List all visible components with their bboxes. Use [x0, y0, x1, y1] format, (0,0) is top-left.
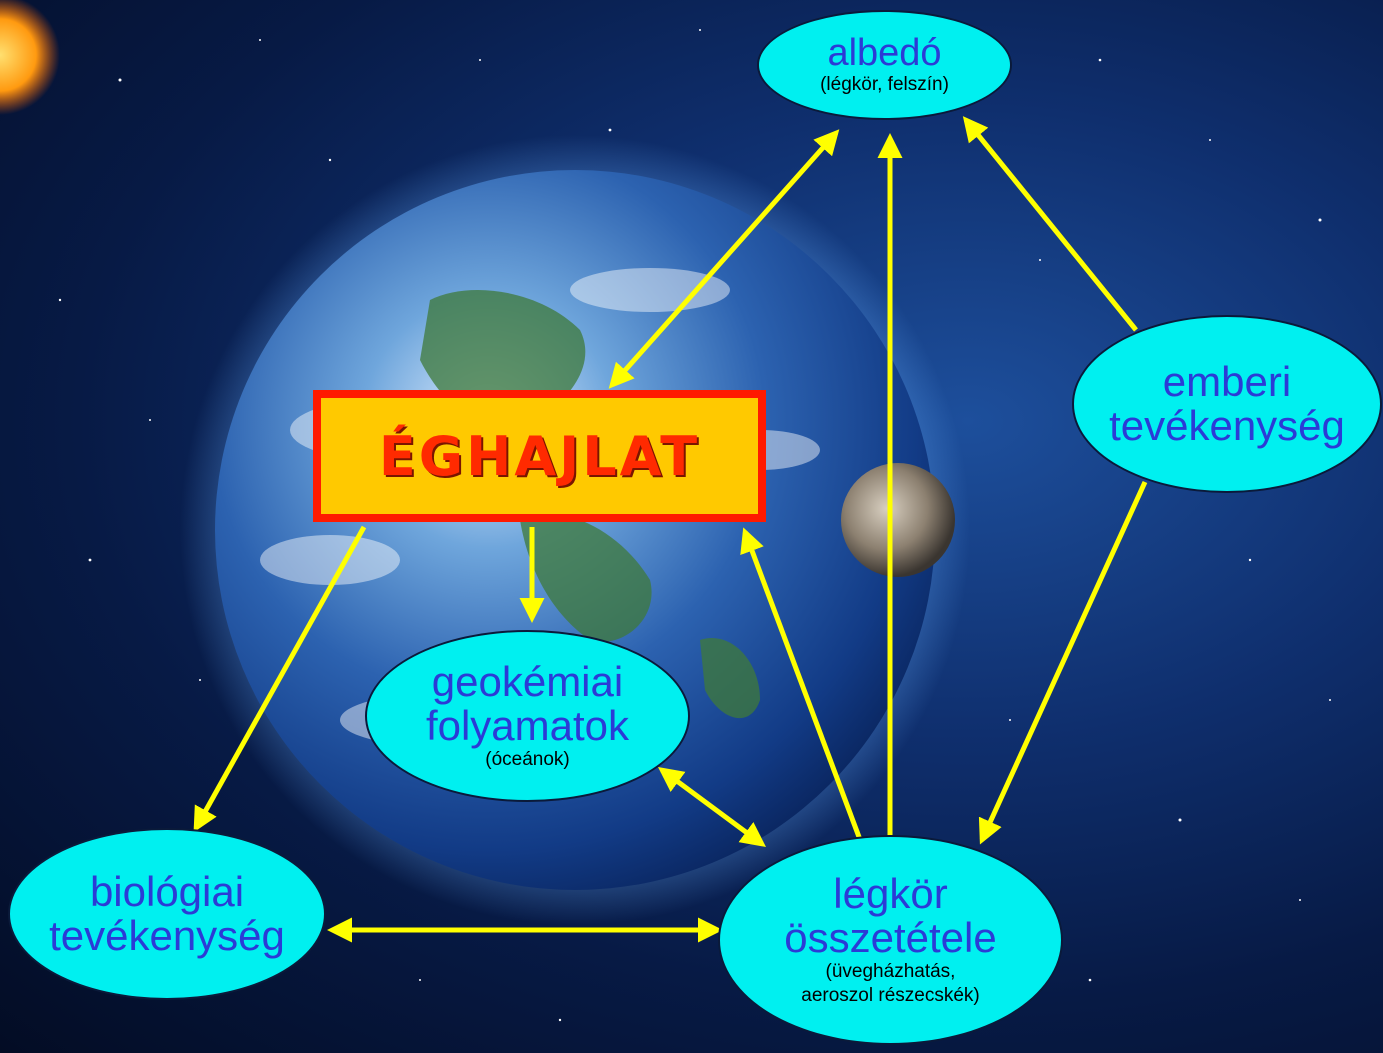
geo-line1: geokémiai — [431, 658, 624, 705]
node-albedo: albedó (légkör, felszín) — [757, 10, 1012, 120]
bio-line2: tevékenység — [49, 912, 285, 959]
human-line2: tevékenység — [1109, 402, 1345, 449]
bio-line1: biológiai — [89, 868, 245, 915]
atmo-sub2: aeroszol részecskék) — [801, 985, 980, 1006]
node-human-activity: emberi tevékenység — [1072, 315, 1382, 493]
geo-line2: folyamatok — [425, 702, 630, 749]
albedo-title: albedó — [827, 32, 942, 74]
node-geochemical: geokémiai folyamatok (óceánok) — [365, 630, 690, 802]
albedo-sub: (légkör, felszín) — [820, 74, 949, 95]
eghajlat-box: ÉGHAJLAT — [313, 390, 766, 522]
node-atmosphere: légkör összetétele (üvegházhatás, aerosz… — [718, 835, 1063, 1045]
geo-sub: (óceánok) — [485, 749, 570, 770]
eghajlat-label: ÉGHAJLAT — [378, 424, 701, 488]
sun — [0, 0, 60, 115]
human-line1: emberi — [1162, 358, 1292, 405]
atmo-sub1: (üvegházhatás, — [825, 961, 956, 982]
atmo-line2: összetétele — [784, 914, 997, 961]
atmo-line1: légkör — [833, 870, 948, 917]
node-biological: biológiai tevékenység — [8, 828, 326, 1000]
moon — [841, 463, 955, 577]
